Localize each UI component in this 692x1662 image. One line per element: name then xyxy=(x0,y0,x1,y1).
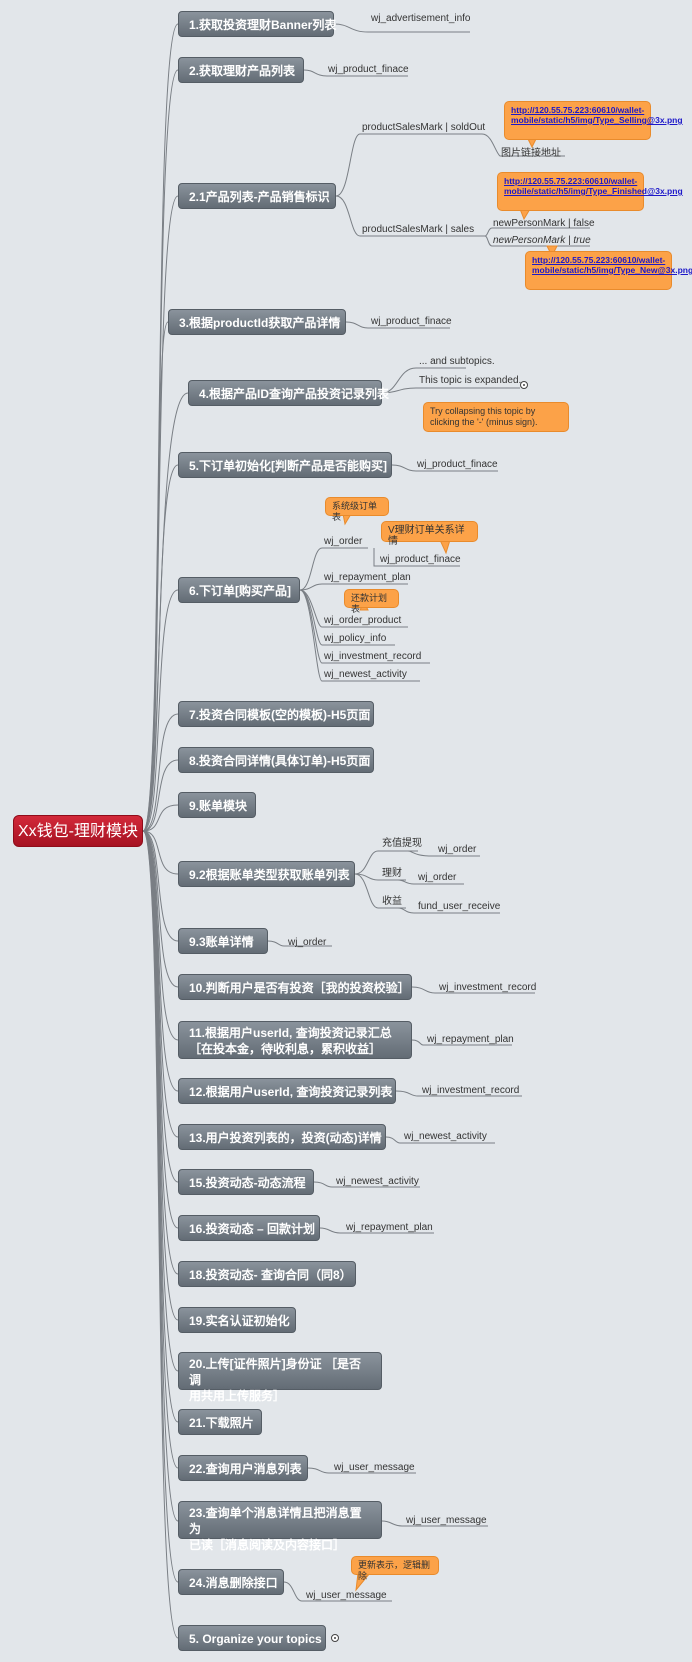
sub-9-2-income[interactable]: 收益 xyxy=(382,896,402,907)
topic-10[interactable]: 10.判断用户是否有投资［我的投资校验］ xyxy=(178,974,412,1000)
note-selling-image-link[interactable]: http://120.55.75.223:60610/wallet-mobile… xyxy=(504,101,683,140)
sub-9-2-recharge-order[interactable]: wj_order xyxy=(438,844,477,855)
topic-24[interactable]: 24.消息删除接口 xyxy=(178,1569,284,1595)
topic-22[interactable]: 22.查询用户消息列表 xyxy=(178,1455,308,1481)
topic-5[interactable]: 5.下订单初始化[判断产品是否能购买] xyxy=(178,452,392,478)
sub-23[interactable]: wj_user_message xyxy=(406,1515,487,1526)
topic-20-line-2: 用共用上传服务］ xyxy=(189,1389,286,1403)
topic-11[interactable]: 11.根据用户userId, 查询投资记录汇总 ［在投本金，待收利息，累积收益］ xyxy=(178,1021,412,1059)
sub-2-1-soldout[interactable]: productSalesMark | soldOut xyxy=(362,122,486,133)
topic-13[interactable]: 13.用户投资列表的，投资(动态)详情 xyxy=(178,1124,386,1150)
sub-6-order-product[interactable]: wj_order_product xyxy=(324,615,402,626)
organize-marker-icon[interactable] xyxy=(331,1634,339,1642)
topic-2-1[interactable]: 2.1产品列表-产品销售标识 xyxy=(178,183,336,209)
sub-4-subtopics[interactable]: ... and subtopics. xyxy=(419,356,495,367)
sub-2-1-image-address[interactable]: 图片链接地址 xyxy=(501,148,561,159)
sub-9-2-finance-order[interactable]: wj_order xyxy=(418,872,457,883)
note-logical-delete[interactable]: 更新表示，逻辑删除 xyxy=(351,1556,439,1581)
sub-3[interactable]: wj_product_finace xyxy=(371,316,452,327)
topic-18[interactable]: 18.投资动态- 查询合同（同8） xyxy=(178,1261,356,1287)
sub-13[interactable]: wj_newest_activity xyxy=(404,1131,487,1142)
topic-21[interactable]: 21.下载照片 xyxy=(178,1409,262,1435)
sub-2-1-sales[interactable]: productSalesMark | sales xyxy=(362,224,475,235)
topic-7[interactable]: 7.投资合同模板(空的模板)-H5页面 xyxy=(178,701,374,727)
topic-1[interactable]: 1.获取投资理财Banner列表 xyxy=(178,11,336,37)
topic-20-line-1: 20.上传[证件照片]身份证 ［是否调 xyxy=(189,1357,362,1387)
sub-22[interactable]: wj_user_message xyxy=(334,1462,415,1473)
note-collapse-tip[interactable]: Try collapsing this topic by clicking th… xyxy=(423,402,569,432)
topic-9[interactable]: 9.账单模块 xyxy=(178,792,256,818)
topic-19[interactable]: 19.实名认证初始化 xyxy=(178,1307,296,1333)
sub-2[interactable]: wj_product_finace xyxy=(328,64,409,75)
note-system-order-table[interactable]: 系统级订单表 xyxy=(325,497,389,522)
sub-9-2-income-receive[interactable]: fund_user_receive xyxy=(418,901,501,912)
sub-6-newest-activity[interactable]: wj_newest_activity xyxy=(324,669,407,680)
sub-2-1-newperson-true[interactable]: newPersonMark | true xyxy=(493,235,591,246)
sub-1[interactable]: wj_advertisement_info xyxy=(371,13,471,24)
topic-16[interactable]: 16.投资动态 – 回款计划 xyxy=(178,1215,320,1241)
topic-9-2[interactable]: 9.2根据账单类型获取账单列表 xyxy=(178,861,355,887)
sub-10[interactable]: wj_investment_record xyxy=(439,982,537,993)
topic-2[interactable]: 2.获取理财产品列表 xyxy=(178,57,304,83)
topic-4[interactable]: 4.根据产品ID查询产品投资记录列表 xyxy=(188,380,389,406)
topic-23-line-2: 已读［消息阅读及内容接口］ xyxy=(189,1538,346,1552)
expand-marker-icon[interactable] xyxy=(520,381,528,389)
topic-3[interactable]: 3.根据productId获取产品详情 xyxy=(168,309,346,335)
sub-6-order-product-finace[interactable]: wj_product_finace xyxy=(380,554,461,565)
note-repayment-plan-table[interactable]: 还款计划表 xyxy=(344,589,399,614)
topic-11-line-2: ［在投本金，待收利息，累积收益］ xyxy=(189,1042,382,1056)
note-new-image-link[interactable]: http://120.55.75.223:60610/wallet-mobile… xyxy=(525,251,692,290)
sub-2-1-newperson-false[interactable]: newPersonMark | false xyxy=(493,218,595,229)
sub-11[interactable]: wj_repayment_plan xyxy=(427,1034,514,1045)
root-topic[interactable]: Xx钱包-理财模块 xyxy=(13,815,143,847)
sub-6-policy-info[interactable]: wj_policy_info xyxy=(324,633,387,644)
topic-23-line-1: 23.查询单个消息详情且把消息置为 xyxy=(189,1506,362,1536)
sub-6-investment-record[interactable]: wj_investment_record xyxy=(324,651,422,662)
topic-8[interactable]: 8.投资合同详情(具体订单)-H5页面 xyxy=(178,747,374,773)
note-v-finance-order-detail[interactable]: V理财订单关系详情 xyxy=(381,521,478,547)
topic-11-line-1: 11.根据用户userId, 查询投资记录汇总 xyxy=(189,1026,392,1040)
topic-15[interactable]: 15.投资动态-动态流程 xyxy=(178,1169,314,1195)
sub-5[interactable]: wj_product_finace xyxy=(417,459,498,470)
topic-organize[interactable]: 5. Organize your topics xyxy=(178,1625,326,1651)
sub-9-2-finance[interactable]: 理财 xyxy=(382,868,402,879)
sub-4-expanded[interactable]: This topic is expanded. xyxy=(419,375,522,386)
topic-6[interactable]: 6.下订单[购买产品] xyxy=(178,577,300,603)
sub-24[interactable]: wj_user_message xyxy=(306,1590,387,1601)
topic-23[interactable]: 23.查询单个消息详情且把消息置为 已读［消息阅读及内容接口］ xyxy=(178,1501,382,1552)
sub-6-repayment-plan[interactable]: wj_repayment_plan xyxy=(324,572,411,583)
topic-12[interactable]: 12.根据用户userId, 查询投资记录列表 xyxy=(178,1078,396,1104)
sub-16[interactable]: wj_repayment_plan xyxy=(346,1222,433,1233)
sub-6-order[interactable]: wj_order xyxy=(324,536,363,547)
topic-20[interactable]: 20.上传[证件照片]身份证 ［是否调 用共用上传服务］ xyxy=(178,1352,382,1403)
sub-9-3[interactable]: wj_order xyxy=(288,937,327,948)
sub-9-2-recharge[interactable]: 充值提现 xyxy=(382,838,422,849)
note-finished-image-link[interactable]: http://120.55.75.223:60610/wallet-mobile… xyxy=(497,172,683,211)
sub-12[interactable]: wj_investment_record xyxy=(422,1085,520,1096)
sub-15[interactable]: wj_newest_activity xyxy=(336,1176,419,1187)
topic-9-3[interactable]: 9.3账单详情 xyxy=(178,928,268,954)
